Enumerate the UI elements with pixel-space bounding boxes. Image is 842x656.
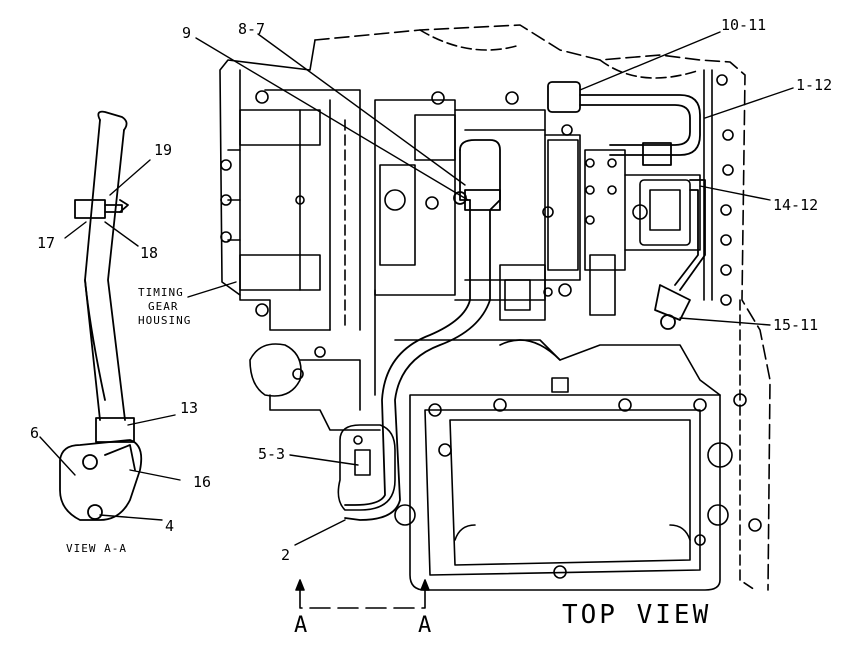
- callout-10-11: 10-11: [721, 16, 766, 34]
- timing-gear-housing-shape: [220, 69, 361, 331]
- fuel-line-14-12: [654, 179, 706, 330]
- timing-gear-housing-line-1: TIMING: [138, 286, 184, 299]
- callout-16: 16: [193, 473, 211, 491]
- front-cover-lower: [249, 289, 381, 445]
- fuel-filter-base: [624, 74, 734, 306]
- fuel-pump-body: [374, 91, 626, 321]
- timing-gear-housing-line-3: HOUSING: [138, 314, 191, 327]
- callout-15-11: 15-11: [773, 316, 818, 334]
- fuel-line-1-12: [547, 81, 701, 166]
- callout-4: 4: [165, 517, 174, 535]
- view-aa-label: VIEW A-A: [66, 542, 127, 555]
- callout-19: 19: [154, 141, 172, 159]
- callout-6: 6: [30, 424, 39, 442]
- callout-labels: 9 8-7 10-11 1-12 14-12 15-11 19 17 18 13…: [30, 16, 832, 638]
- callout-14-12: 14-12: [773, 196, 818, 214]
- fitting-5-3: [337, 424, 396, 511]
- callout-13: 13: [180, 399, 198, 417]
- callout-8-7: 8-7: [238, 20, 265, 38]
- engine-block-outline: [219, 24, 771, 591]
- section-a-right: A: [418, 613, 431, 638]
- leader-lines: [39, 31, 794, 546]
- callout-1-12: 1-12: [796, 76, 832, 94]
- callout-2: 2: [281, 546, 290, 564]
- timing-gear-housing-line-2: GEAR: [148, 300, 179, 313]
- section-line-aa: [295, 579, 430, 609]
- callout-17: 17: [37, 234, 55, 252]
- section-a-left: A: [294, 613, 307, 638]
- callout-5-3: 5-3: [258, 445, 285, 463]
- callout-9: 9: [182, 24, 191, 42]
- callout-18: 18: [140, 244, 158, 262]
- tube-2: [344, 139, 501, 521]
- view-aa-detail: [59, 110, 143, 521]
- oil-pan: [394, 339, 762, 591]
- top-view-label: TOP VIEW: [562, 600, 711, 630]
